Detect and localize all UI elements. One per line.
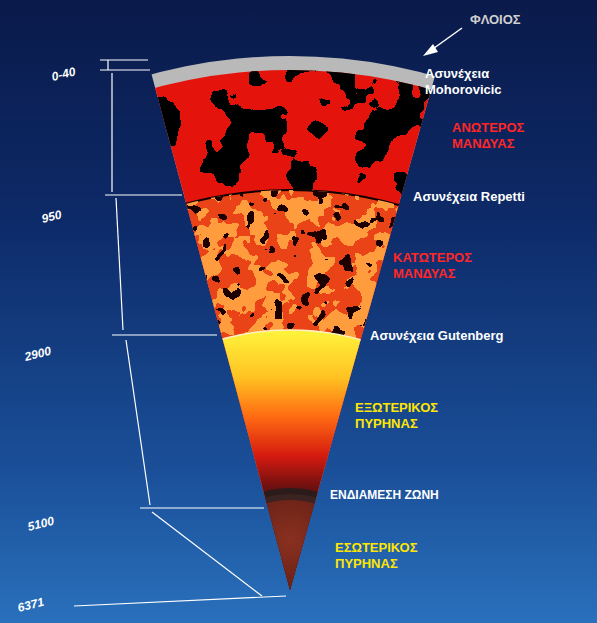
layer-label: ΕΣΩΤΕΡΙΚΟΣ ΠΥΡΗΝΑΣ <box>335 540 447 573</box>
leader-arrow <box>423 28 462 56</box>
depth-number: 0-40 <box>50 64 77 84</box>
layer-label: ΑΝΩΤΕΡΟΣ ΜΑΝΔΥΑΣ <box>452 120 564 153</box>
depth-number: 950 <box>40 207 63 226</box>
discontinuity-label: Ασυνέχεια Repetti <box>413 189 525 205</box>
depth-number: 2900 <box>23 344 53 365</box>
depth-brackets <box>74 60 286 606</box>
discontinuity-label: Ασυνέχεια Mohorovicic <box>425 66 537 99</box>
layer-label: ΚΑΤΩΤΕΡΟΣ ΜΑΝΔΥΑΣ <box>393 250 505 283</box>
depth-number: 5100 <box>26 514 56 535</box>
earth-layers <box>0 50 597 623</box>
crust-label: ΦΛΟΙΟΣ <box>470 12 521 28</box>
layer-label: ΕΞΩΤΕΡΙΚΟΣ ΠΥΡΗΝΑΣ <box>355 400 467 433</box>
zone-label: ΕΝΔΙΑΜΕΣΗ ΖΩΝΗ <box>330 488 439 503</box>
depth-number: 6371 <box>16 595 46 616</box>
discontinuity-label: Ασυνέχεια Gutenberg <box>370 328 504 344</box>
outer-core <box>30 330 550 623</box>
mantle-texture <box>130 50 460 210</box>
